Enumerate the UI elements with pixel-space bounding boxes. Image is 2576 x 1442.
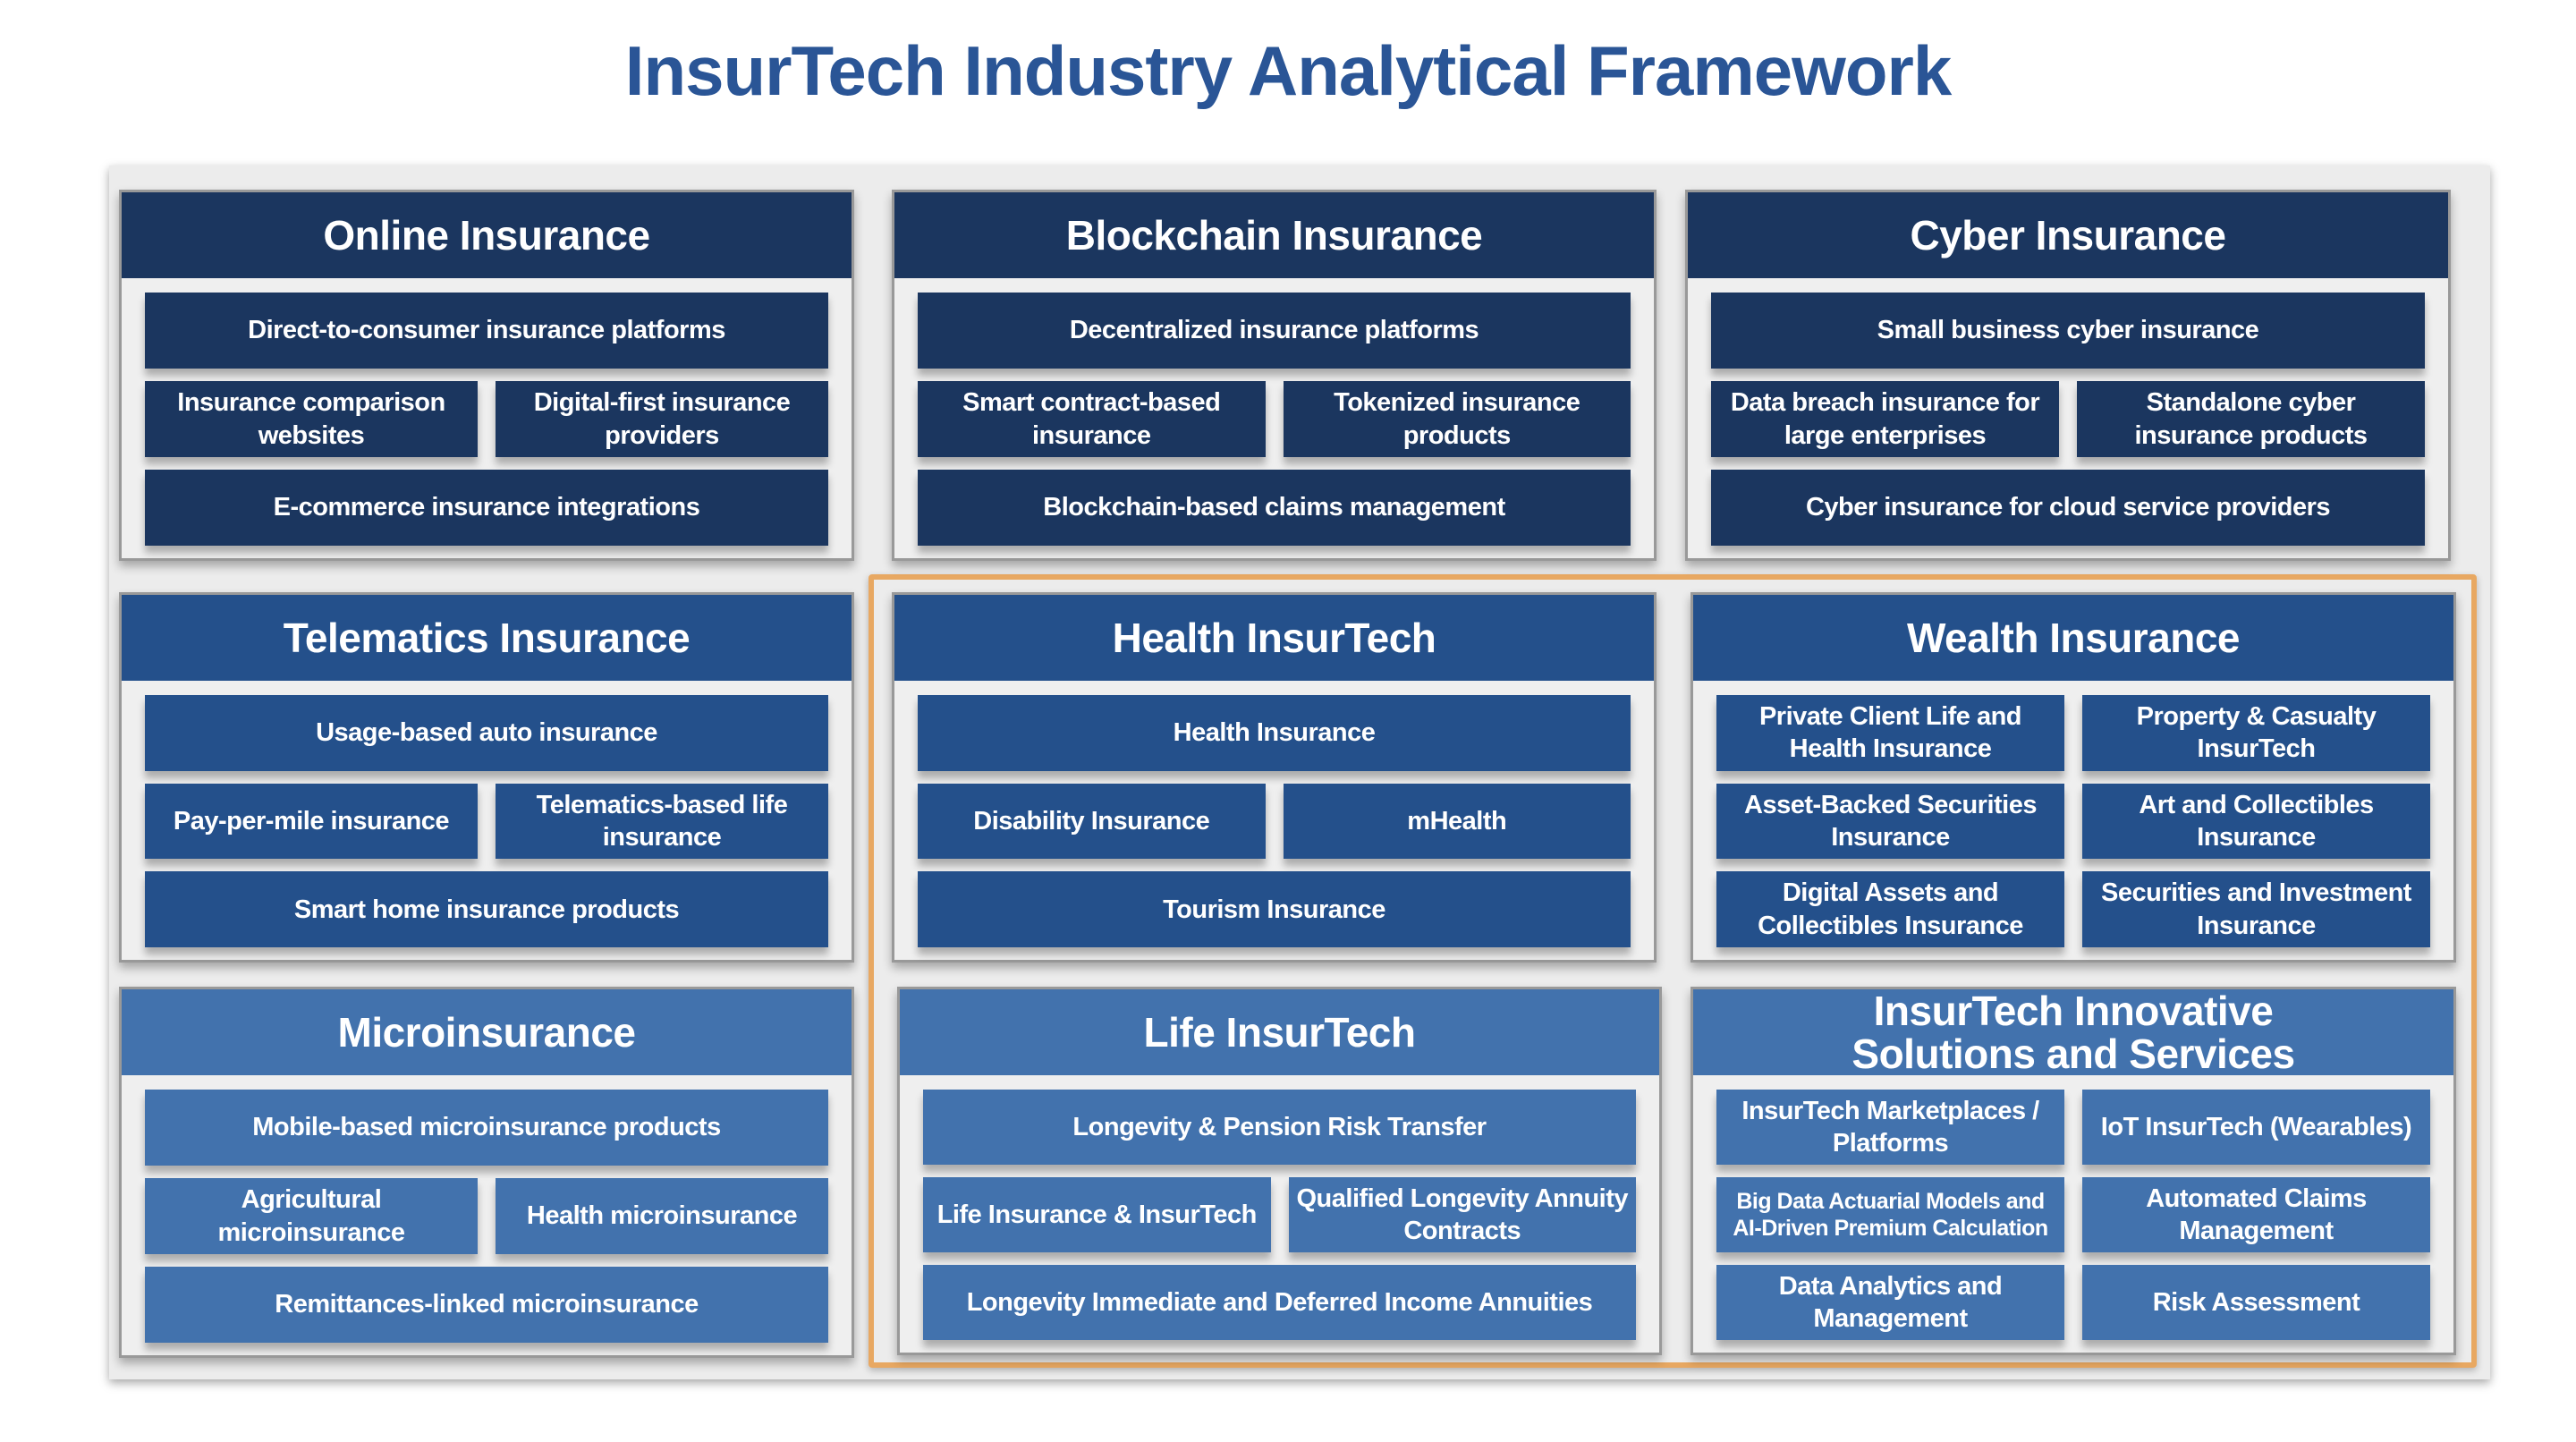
category-item: InsurTech Marketplaces / Platforms [1716, 1090, 2064, 1165]
panel-row: Mobile-based microinsurance products [145, 1090, 828, 1166]
panel-row: Usage-based auto insurance [145, 695, 828, 771]
category-item: Tourism Insurance [918, 871, 1631, 948]
category-item: mHealth [1283, 783, 1631, 860]
category-item: Life Insurance & InsurTech [923, 1177, 1271, 1252]
panel-body: Private Client Life and Health Insurance… [1693, 681, 2453, 960]
category-item: Smart contract-based insurance [918, 381, 1266, 457]
panel-title: Telematics Insurance [122, 595, 852, 681]
category-item: Private Client Life and Health Insurance [1716, 695, 2064, 771]
page-title: InsurTech Industry Analytical Framework [624, 31, 1952, 110]
panel-row: Private Client Life and Health Insurance… [1716, 695, 2430, 771]
panel-innov: InsurTech Innovative Solutions and Servi… [1690, 987, 2456, 1355]
category-item: Digital-first insurance providers [496, 381, 828, 457]
panel-row: Health Insurance [918, 695, 1631, 771]
category-item: Digital Assets and Collectibles Insuranc… [1716, 871, 2064, 948]
category-item: Small business cyber insurance [1711, 293, 2425, 369]
panel-row: Cyber insurance for cloud service provid… [1711, 470, 2425, 546]
category-item: Usage-based auto insurance [145, 695, 828, 771]
category-item: Securities and Investment Insurance [2082, 871, 2430, 948]
category-item: Disability Insurance [918, 783, 1266, 860]
panel-row: Small business cyber insurance [1711, 293, 2425, 369]
category-item: E-commerce insurance integrations [145, 470, 828, 546]
category-item: Pay-per-mile insurance [145, 783, 478, 860]
panel-title: Life InsurTech [900, 989, 1659, 1075]
category-item: Smart home insurance products [145, 871, 828, 948]
category-item: Health Insurance [918, 695, 1631, 771]
panel-row: Tourism Insurance [918, 871, 1631, 948]
category-item: Standalone cyber insurance products [2077, 381, 2425, 457]
panel-row: Direct-to-consumer insurance platforms [145, 293, 828, 369]
category-item: Decentralized insurance platforms [918, 293, 1631, 369]
category-item: Agricultural microinsurance [145, 1178, 478, 1254]
category-item: Data breach insurance for large enterpri… [1711, 381, 2059, 457]
panel-title: Wealth Insurance [1693, 595, 2453, 681]
panel-row: Remittances-linked microinsurance [145, 1267, 828, 1343]
panel-title: InsurTech Innovative Solutions and Servi… [1693, 989, 2453, 1075]
panel-row: E-commerce insurance integrations [145, 470, 828, 546]
panel-row: Longevity & Pension Risk Transfer [923, 1090, 1636, 1165]
category-item: Art and Collectibles Insurance [2082, 783, 2430, 860]
panel-title: Microinsurance [122, 989, 852, 1075]
panel-row: Data breach insurance for large enterpri… [1711, 381, 2425, 457]
category-item: Longevity Immediate and Deferred Income … [923, 1265, 1636, 1340]
category-item: IoT InsurTech (Wearables) [2082, 1090, 2430, 1165]
category-item: Direct-to-consumer insurance platforms [145, 293, 828, 369]
category-item: Data Analytics and Management [1716, 1265, 2064, 1340]
category-item: Cyber insurance for cloud service provid… [1711, 470, 2425, 546]
category-item: Asset-Backed Securities Insurance [1716, 783, 2064, 860]
category-item: Risk Assessment [2082, 1265, 2430, 1340]
highlight-region-border [869, 574, 2477, 1368]
panel-row: Smart home insurance products [145, 871, 828, 948]
category-item: Qualified Longevity Annuity Contracts [1288, 1177, 1636, 1252]
panel-title: Health InsurTech [894, 595, 1654, 681]
panel-title: Online Insurance [122, 192, 852, 278]
category-item: Insurance comparison websites [145, 381, 478, 457]
category-item: Health microinsurance [496, 1178, 828, 1254]
category-item: Mobile-based microinsurance products [145, 1090, 828, 1166]
panel-title: Blockchain Insurance [894, 192, 1654, 278]
category-item: Blockchain-based claims management [918, 470, 1631, 546]
category-item: Telematics-based life insurance [496, 783, 828, 860]
category-item: Automated Claims Management [2082, 1177, 2430, 1252]
panel-row: Digital Assets and Collectibles Insuranc… [1716, 871, 2430, 948]
category-item: Remittances-linked microinsurance [145, 1267, 828, 1343]
panel-row: Decentralized insurance platforms [918, 293, 1631, 369]
panel-row: Blockchain-based claims management [918, 470, 1631, 546]
panel-row: Big Data Actuarial Models and AI-Driven … [1716, 1177, 2430, 1252]
category-item: Tokenized insurance products [1283, 381, 1631, 457]
panel-title: Cyber Insurance [1688, 192, 2448, 278]
category-item: Longevity & Pension Risk Transfer [923, 1090, 1636, 1165]
panel-row: Longevity Immediate and Deferred Income … [923, 1265, 1636, 1340]
category-item: Property & Casualty InsurTech [2082, 695, 2430, 771]
category-item: Big Data Actuarial Models and AI-Driven … [1716, 1177, 2064, 1252]
